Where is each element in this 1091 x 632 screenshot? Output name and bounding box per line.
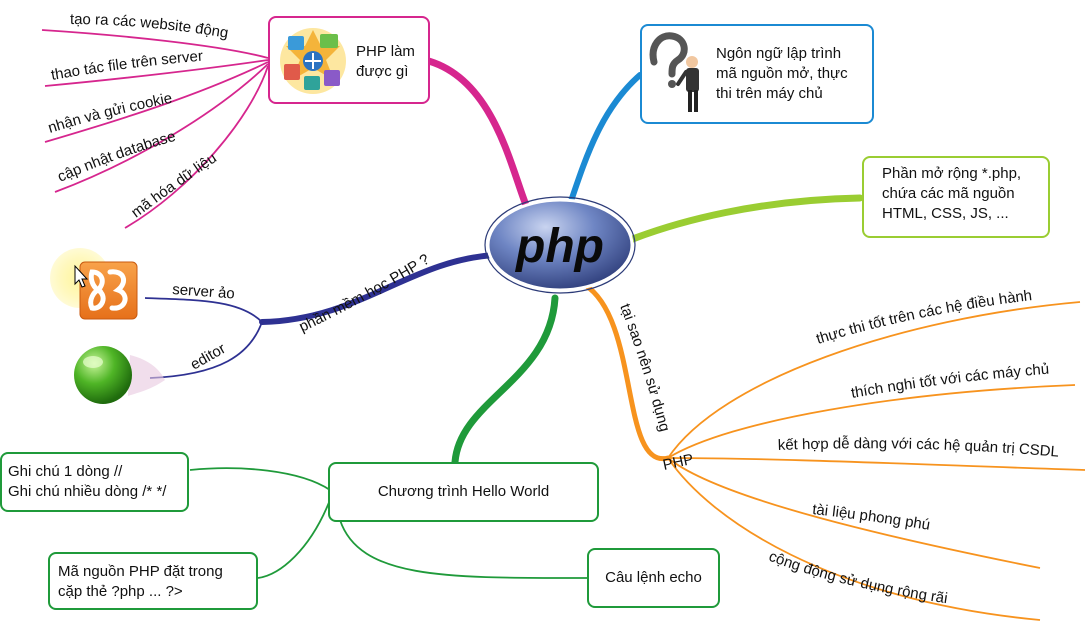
sub-line-w1: [667, 301, 1081, 459]
php-item-4: cập nhật database: [55, 128, 178, 186]
tags-line-2: cặp thẻ ?php ... ?>: [58, 583, 183, 600]
why-item-4: tài liệu phong phú: [812, 501, 932, 534]
branch-navy: [259, 252, 498, 325]
center-oval: [486, 198, 634, 292]
sphere-motion-trail: [128, 355, 165, 396]
php-tags-box: Mã nguồn PHP đặt trong cặp thẻ ?php ... …: [48, 552, 258, 610]
comment-line-1: Ghi chú 1 dòng //: [8, 463, 123, 480]
sub-line-w4: [667, 457, 1041, 569]
comment-line-2: Ghi chú nhiều dòng /* */: [8, 483, 167, 500]
sub-line-echo: [339, 519, 589, 579]
center-oval-outline: [484, 196, 636, 294]
hello-world-title: Chương trình Hello World: [377, 483, 550, 500]
php-item-1: tạo ra các website động: [70, 11, 230, 42]
sub-line-1: [41, 29, 269, 59]
center-node: php: [484, 196, 636, 294]
sub-line-comments: [189, 467, 331, 491]
sub-line-w5: [667, 457, 1041, 621]
php-item-5: mã hóa dữ liệu: [128, 150, 220, 222]
sub-line-editor: [149, 321, 263, 379]
why-item-5: cộng động sử dụng rộng rãi: [766, 548, 948, 607]
branch-magenta: [421, 56, 539, 226]
echo-box: Câu lệnh echo: [587, 548, 720, 608]
definition-line-3: thi trên máy chủ: [716, 85, 823, 102]
question-man-icon: [649, 32, 699, 112]
xampp-icon: [50, 248, 138, 320]
definition-box: Ngôn ngữ lập trình mã nguồn mở, thực thi…: [640, 24, 874, 124]
why-item-1: thực thi tốt trên các hệ điều hành: [814, 287, 1033, 348]
sub-line-server: [144, 297, 263, 323]
center-label: php: [514, 220, 604, 273]
extension-box: Phần mở rộng *.php, chứa các mã nguồn HT…: [862, 156, 1050, 238]
green-sphere-icon: [74, 346, 165, 404]
branch-lime: [621, 194, 864, 246]
php-capabilities-box: PHP làm được gì: [268, 16, 430, 104]
software-labels: phần mềm học PHP ? server ảo editor: [172, 251, 433, 374]
software-item-server: server ảo: [172, 281, 236, 302]
sub-line-4: [54, 63, 269, 193]
hello-world-box: Chương trình Hello World: [328, 462, 599, 522]
branch-blue: [565, 72, 643, 213]
why-item-3: kết hợp dễ dàng với các hệ quản trị CSDL: [778, 435, 1060, 460]
sub-line-5: [124, 65, 269, 229]
why-php-label: PHP: [661, 451, 695, 474]
sub-line-3: [44, 61, 269, 143]
xampp-glyph: [88, 269, 128, 311]
sub-line-2: [44, 59, 269, 87]
branch-orange: [582, 282, 671, 461]
sub-branches: [41, 29, 1086, 621]
comments-box: Ghi chú 1 dòng // Ghi chú nhiều dòng /* …: [0, 452, 189, 512]
extension-line-3: HTML, CSS, JS, ...: [882, 205, 1009, 222]
extension-line-1: Phần mở rộng *.php,: [882, 165, 1022, 182]
sub-line-tags: [257, 499, 331, 579]
extension-line-2: chứa các mã nguồn: [882, 185, 1015, 202]
definition-line-1: Ngôn ngữ lập trình: [716, 45, 842, 62]
php-capabilities-title: PHP làm được gì: [356, 43, 415, 80]
php-item-3: nhận và gửi cookie: [46, 90, 174, 137]
sphere-shine: [83, 356, 103, 368]
sub-line-w2: [667, 384, 1076, 459]
mouse-cursor-icon: [74, 264, 89, 288]
sub-line-w3: [667, 457, 1086, 471]
sphere: [74, 346, 132, 404]
branch-green: [451, 294, 559, 466]
software-branch-label: phần mềm học PHP ?: [296, 251, 432, 336]
definition-line-2: mã nguồn mở, thực: [716, 65, 848, 82]
php-icons-cluster-icon: [280, 28, 346, 94]
tags-line-1: Mã nguồn PHP đặt trong: [58, 563, 223, 580]
why-item-2: thích nghi tốt với các máy chủ: [850, 361, 1050, 402]
echo-label: Câu lệnh echo: [605, 569, 702, 586]
